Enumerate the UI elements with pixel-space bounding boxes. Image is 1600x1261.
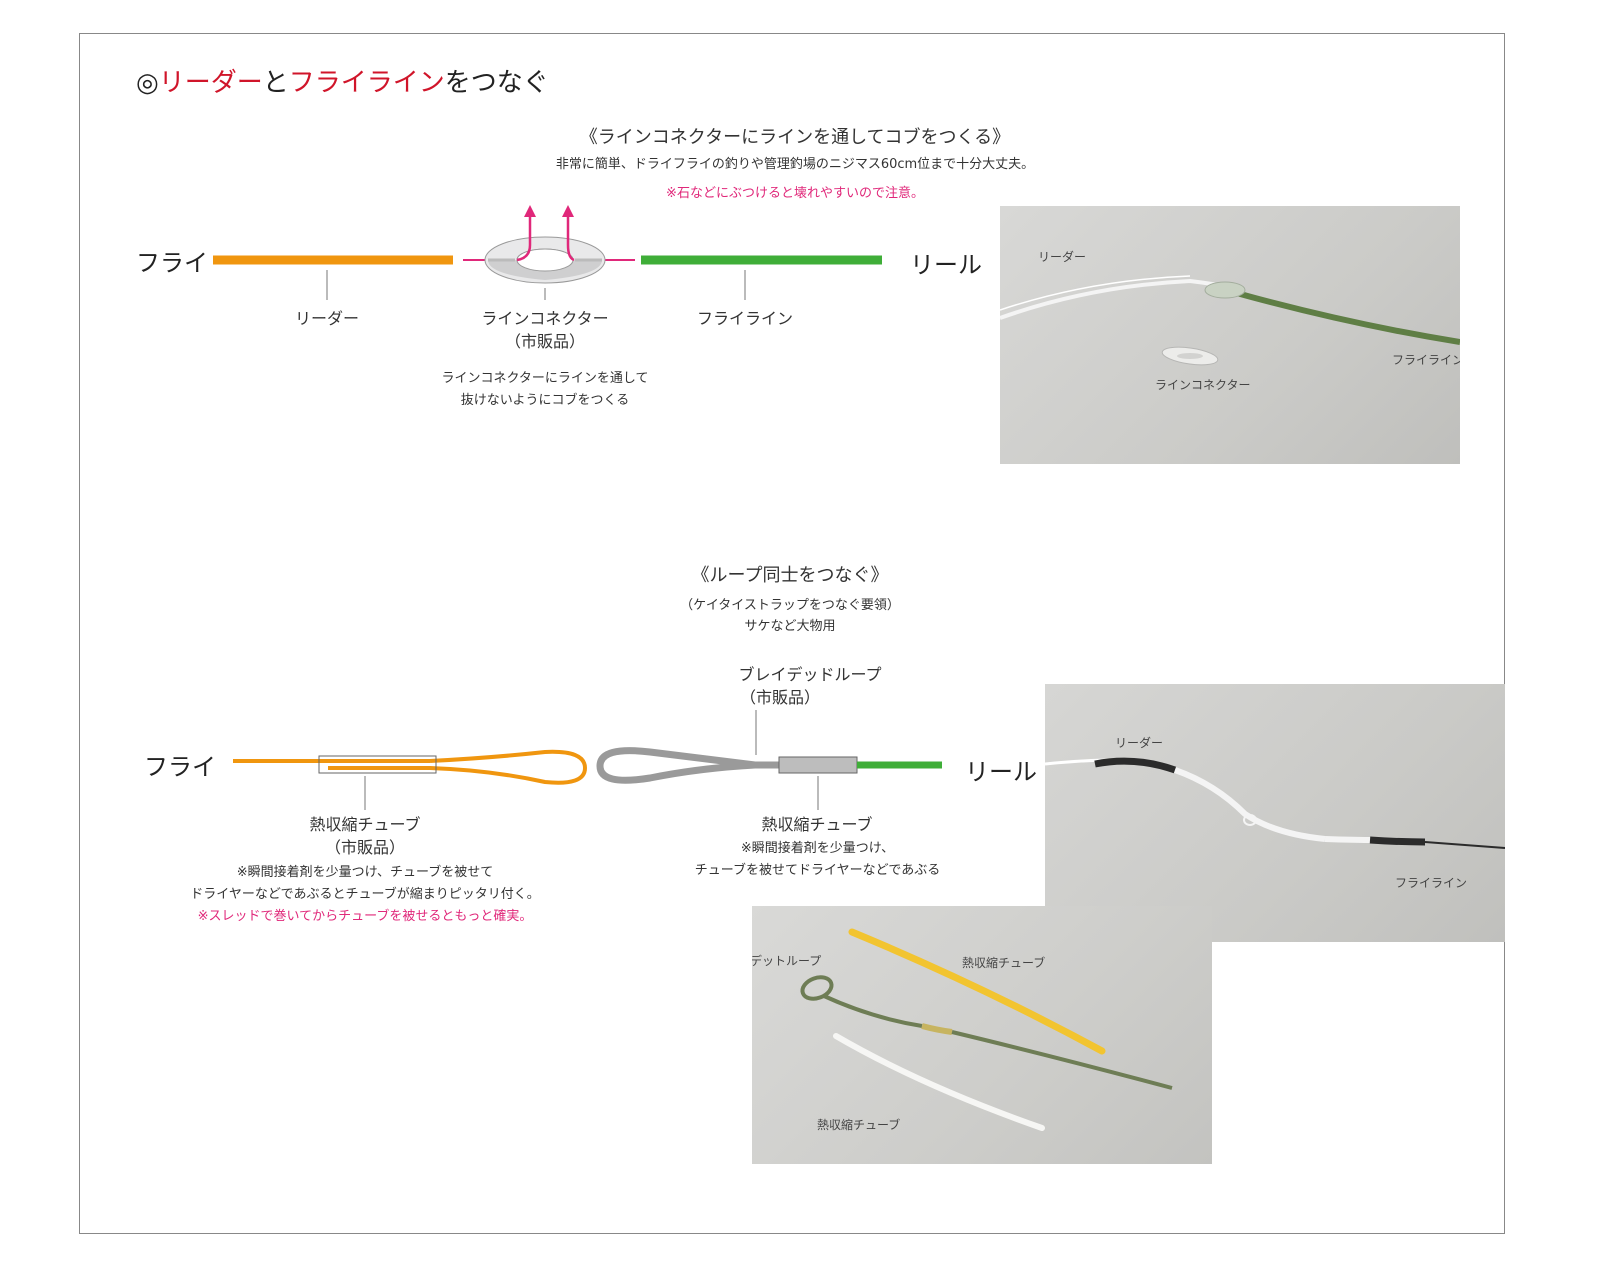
section1-description: 非常に簡単、ドライフライの釣りや管理釣場のニジマス60cm位まで十分大丈夫。 — [555, 157, 1035, 172]
right-tube-label: 熱収縮チューブ — [761, 815, 873, 834]
connector-label: ラインコネクター — [481, 309, 609, 328]
section1-fly-label: フライ — [136, 249, 208, 277]
title-mark: ◎ — [136, 68, 159, 98]
title-leader: リーダー — [158, 68, 263, 98]
section2-heading: 《ループ同士をつなぐ》 — [691, 565, 889, 586]
left-tube-note-2: ドライヤーなどであぶるとチューブが縮まりピッタリ付く。 — [190, 887, 540, 902]
connector-commercial-label: （市販品） — [504, 332, 585, 351]
knot-arrow-right — [566, 215, 575, 262]
parts-photo: ブレイデットループ 熱収縮チューブ 熱収縮チューブ — [752, 906, 1212, 1164]
right-tube-note-1: ※瞬間接着剤を少量つけ、 — [740, 841, 895, 856]
left-tube-note-1: ※瞬間接着剤を少量つけ、チューブを被せて — [236, 865, 494, 880]
right-shrink-tube — [778, 756, 858, 774]
section1-reel-label: リール — [910, 251, 982, 279]
connector-photo: リーダー ラインコネクター フライライン — [1000, 206, 1460, 464]
knot-arrow-left — [516, 215, 532, 262]
braided-loop-shape — [596, 747, 845, 784]
leader-loop — [328, 749, 588, 785]
left-shrink-tube — [318, 755, 437, 774]
title-to: と — [262, 68, 289, 98]
section2-fly-label: フライ — [144, 753, 216, 781]
photo1-leader-label: リーダー — [1038, 250, 1087, 264]
page-title: ◎リーダーとフライラインをつなぐ — [136, 62, 549, 99]
left-tube-tip: ※スレッドで巻いてからチューブを被せるともっと確実。 — [197, 909, 533, 924]
photo2-leader-label: リーダー — [1115, 736, 1164, 750]
section1-warning: ※石などにぶつけると壊れやすいので注意。 — [666, 186, 924, 201]
flyline-label: フライライン — [696, 309, 793, 328]
right-tube-note-2: チューブを被せてドライヤーなどであぶる — [694, 863, 941, 878]
photo3-tube2-label: 熱収縮チューブ — [817, 1118, 901, 1132]
section2-sub-2: サケなど大物用 — [744, 619, 836, 634]
page-frame — [79, 33, 1505, 1234]
connector-instruction-1: ラインコネクターにラインを通して — [441, 371, 649, 386]
title-suffix: をつなぐ — [444, 68, 549, 98]
section2-sub-1: （ケイタイストラップをつなぐ要領） — [680, 598, 900, 613]
connector-diagram — [213, 205, 882, 300]
loop-diagram — [233, 710, 942, 810]
photo1-connector-label: ラインコネクター — [1155, 378, 1251, 392]
left-tube-label: 熱収縮チューブ — [309, 815, 421, 834]
section1-heading: 《ラインコネクターにラインを通してコブをつくる》 — [579, 127, 1011, 148]
leader-label: リーダー — [294, 309, 359, 328]
section2-reel-label: リール — [965, 758, 1037, 786]
left-tube-commercial-label: （市販品） — [324, 838, 405, 857]
photo2-flyline-label: フライライン — [1395, 876, 1468, 890]
braided-loop-commercial-label: （市販品） — [739, 688, 820, 707]
photo3-braided-label: ブレイデットループ — [752, 954, 822, 968]
connector-instruction-2: 抜けないようにコブをつくる — [460, 393, 630, 408]
photo1-flyline-label: フライライン — [1392, 353, 1460, 367]
braided-loop-label: ブレイデッドループ — [738, 665, 882, 684]
title-flyline: フライライン — [288, 68, 445, 98]
photo3-tube1-label: 熱収縮チューブ — [962, 956, 1046, 970]
loop-photo: リーダー フライライン — [1045, 684, 1505, 942]
